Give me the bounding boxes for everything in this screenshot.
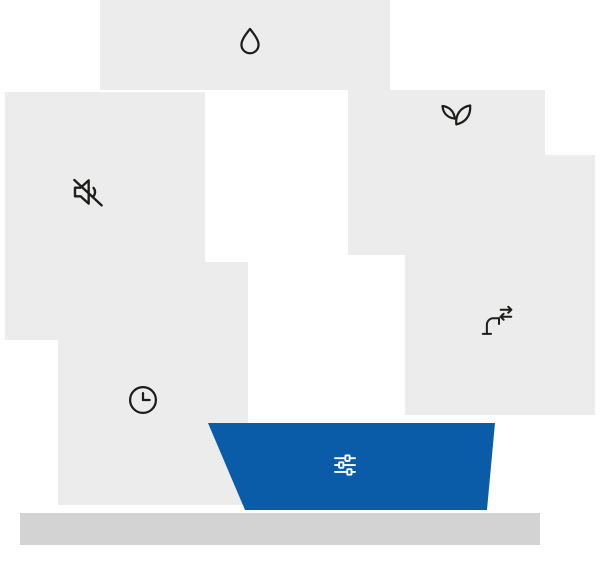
sliders-icon [330, 450, 360, 480]
tile-water[interactable] [100, 0, 390, 90]
base-bar [20, 513, 540, 545]
water-drop-icon [232, 24, 268, 60]
leaf-icon [436, 93, 474, 131]
speaker-muted-icon [68, 172, 108, 212]
tile-time[interactable] [58, 262, 248, 505]
tile-settings-accent[interactable] [208, 423, 495, 510]
tile-water-connection[interactable] [405, 155, 595, 415]
faucet-swap-icon [475, 302, 515, 342]
clock-icon [125, 382, 161, 418]
